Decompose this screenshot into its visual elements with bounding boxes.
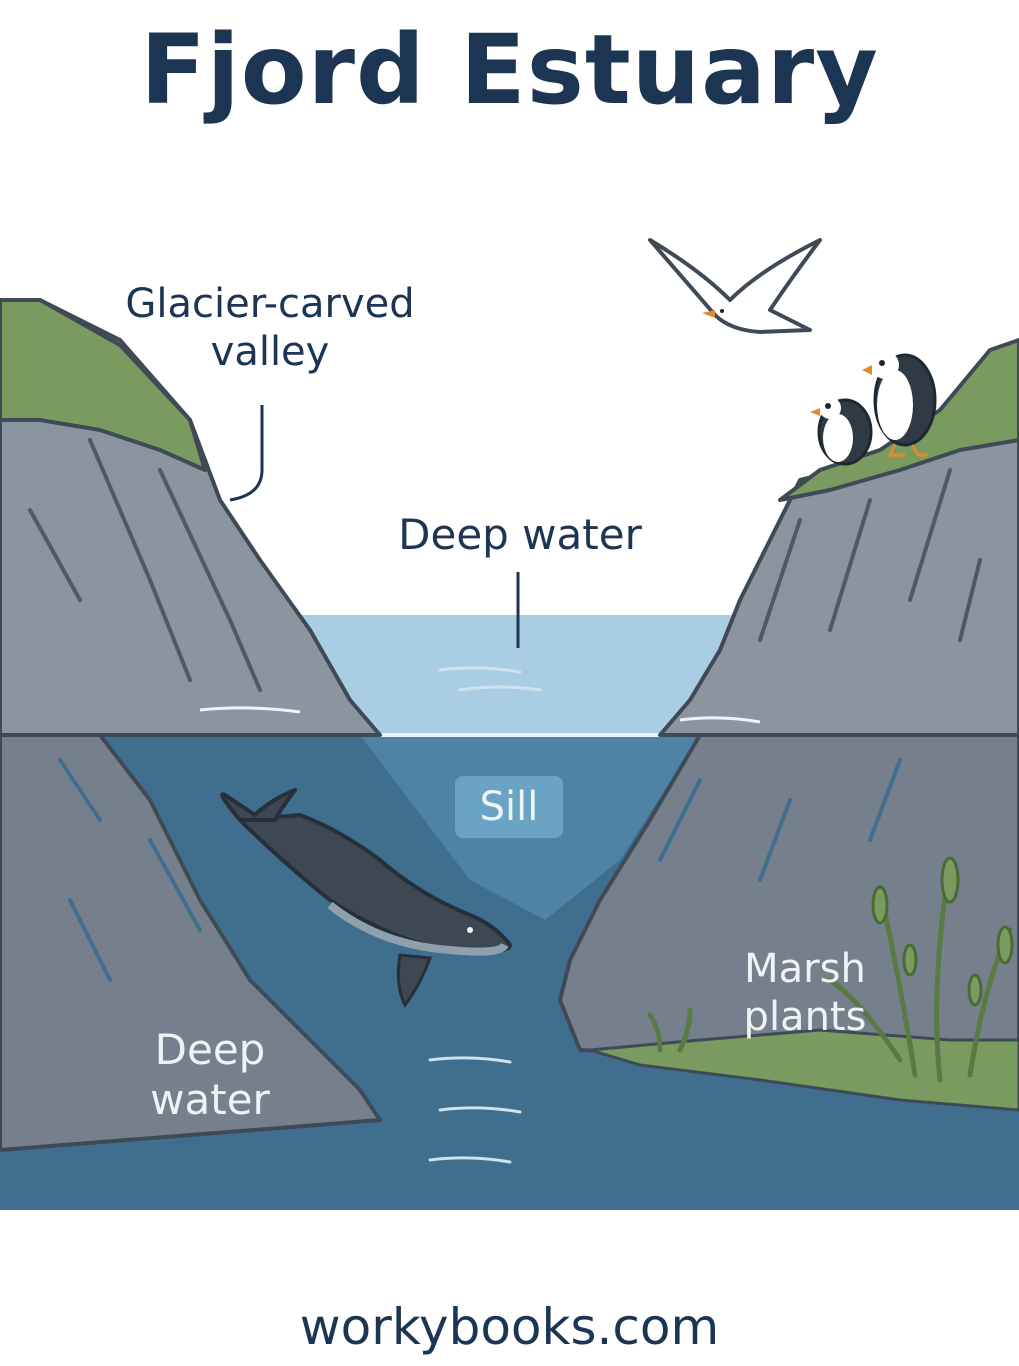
marsh-label-line1: Marsh xyxy=(744,946,866,992)
puffin-icon xyxy=(862,351,937,457)
seagull-icon xyxy=(648,238,822,334)
left-cliff-underwater xyxy=(0,733,382,1152)
deep-water-bottom-line1: Deep xyxy=(154,1025,266,1074)
page-title: Fjord Estuary xyxy=(140,14,879,126)
glacier-leader-line xyxy=(229,405,264,502)
left-grass xyxy=(0,298,207,472)
glacier-label-line1: Glacier-carved xyxy=(125,281,415,327)
sill-label: Sill xyxy=(455,776,563,838)
marsh-plants-label: Marsh plants xyxy=(720,945,890,1041)
deep-water-top-label: Deep water xyxy=(398,510,642,559)
glacier-carved-valley-label: Glacier-carved valley xyxy=(100,280,440,376)
deep-water-bottom-label: Deep water xyxy=(120,1025,300,1126)
deep-water-bottom-line2: water xyxy=(150,1075,270,1125)
right-grass xyxy=(778,338,1019,502)
puffin-icon xyxy=(810,397,873,466)
footer-site-name: workybooks.com xyxy=(299,1298,720,1356)
whale-icon xyxy=(220,788,512,1008)
marsh-plant-icon xyxy=(871,856,1014,1007)
marsh-label-line2: plants xyxy=(743,994,867,1040)
glacier-label-line2: valley xyxy=(210,329,330,375)
